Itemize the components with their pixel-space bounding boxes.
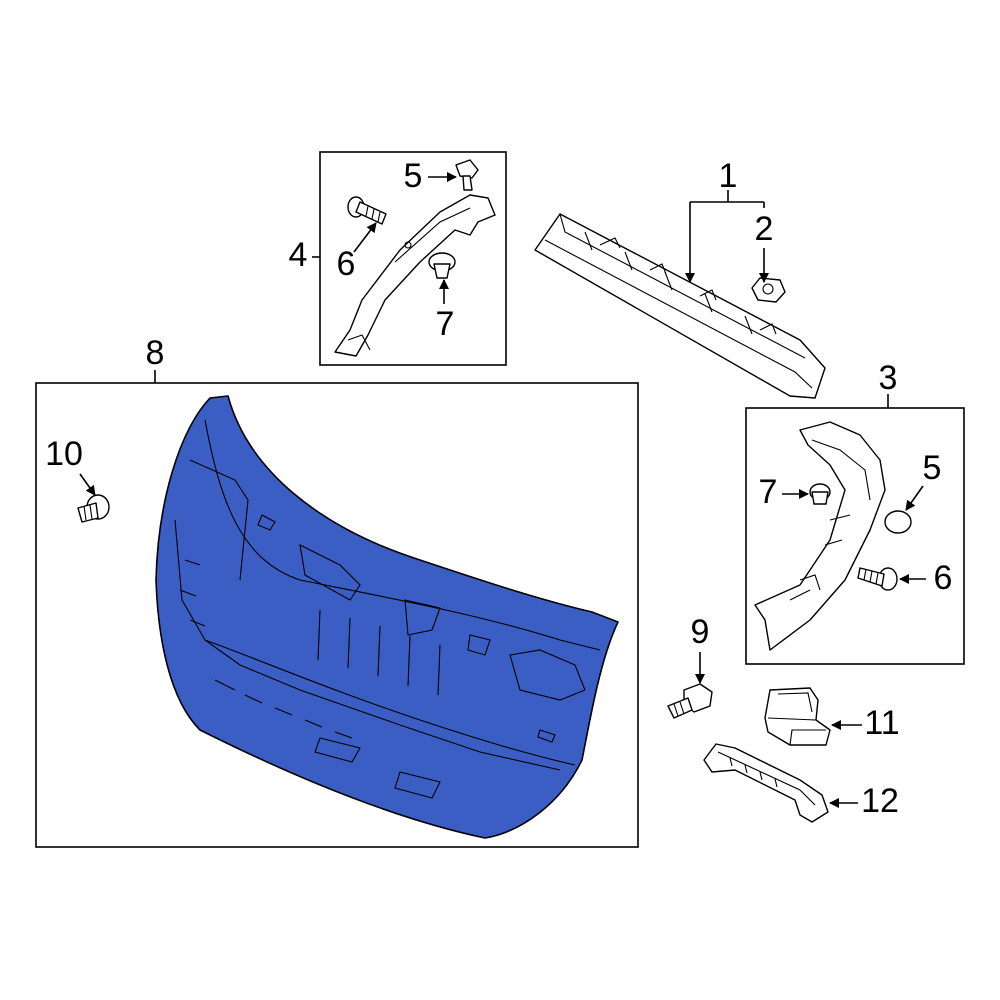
callout-10: 10: [45, 435, 83, 473]
part-9-bolt[interactable]: [667, 683, 713, 719]
callout-7-left: 7: [436, 305, 455, 343]
callout-6-left: 6: [337, 245, 356, 283]
part-6-bolt-left[interactable]: [347, 196, 387, 225]
callout-5-top: 5: [404, 157, 423, 195]
part-10-bolt[interactable]: [77, 494, 110, 523]
leader-6a: [353, 222, 377, 253]
frame-group-3: [745, 407, 965, 665]
callout-2: 2: [755, 210, 774, 248]
part-11-latch[interactable]: [764, 687, 831, 746]
callout-6-right: 6: [934, 559, 953, 597]
frame-group-8: [35, 382, 639, 848]
callout-4: 4: [289, 236, 308, 274]
part-4-side-bracket[interactable]: [334, 194, 496, 357]
callout-5-right: 5: [923, 449, 942, 487]
callout-8: 8: [146, 334, 165, 372]
part-3-side-trim[interactable]: [754, 421, 886, 651]
callout-11: 11: [864, 704, 899, 742]
callout-7-right: 7: [759, 473, 778, 511]
callout-12: 12: [861, 782, 899, 820]
frame-group-4: [319, 151, 507, 366]
part-12-handle[interactable]: [703, 743, 829, 823]
callout-1: 1: [719, 157, 738, 195]
callout-9: 9: [691, 613, 710, 651]
leader-10: [79, 473, 96, 496]
part-7-clip-left[interactable]: [428, 252, 456, 279]
part-5-screw-right[interactable]: [884, 510, 912, 534]
part-8-liftgate-panel[interactable]: [155, 395, 619, 839]
part-6-bolt-right[interactable]: [857, 567, 898, 591]
part-7-clip-right[interactable]: [809, 483, 831, 505]
leader-1: [690, 190, 765, 208]
part-1-trim-strip[interactable]: [534, 213, 826, 399]
part-2-nut[interactable]: [751, 277, 786, 303]
leader-5b: [905, 485, 924, 511]
part-5-screw-top[interactable]: [455, 159, 479, 191]
callout-3: 3: [879, 359, 898, 397]
liftgate-panel-shape[interactable]: [155, 395, 619, 839]
